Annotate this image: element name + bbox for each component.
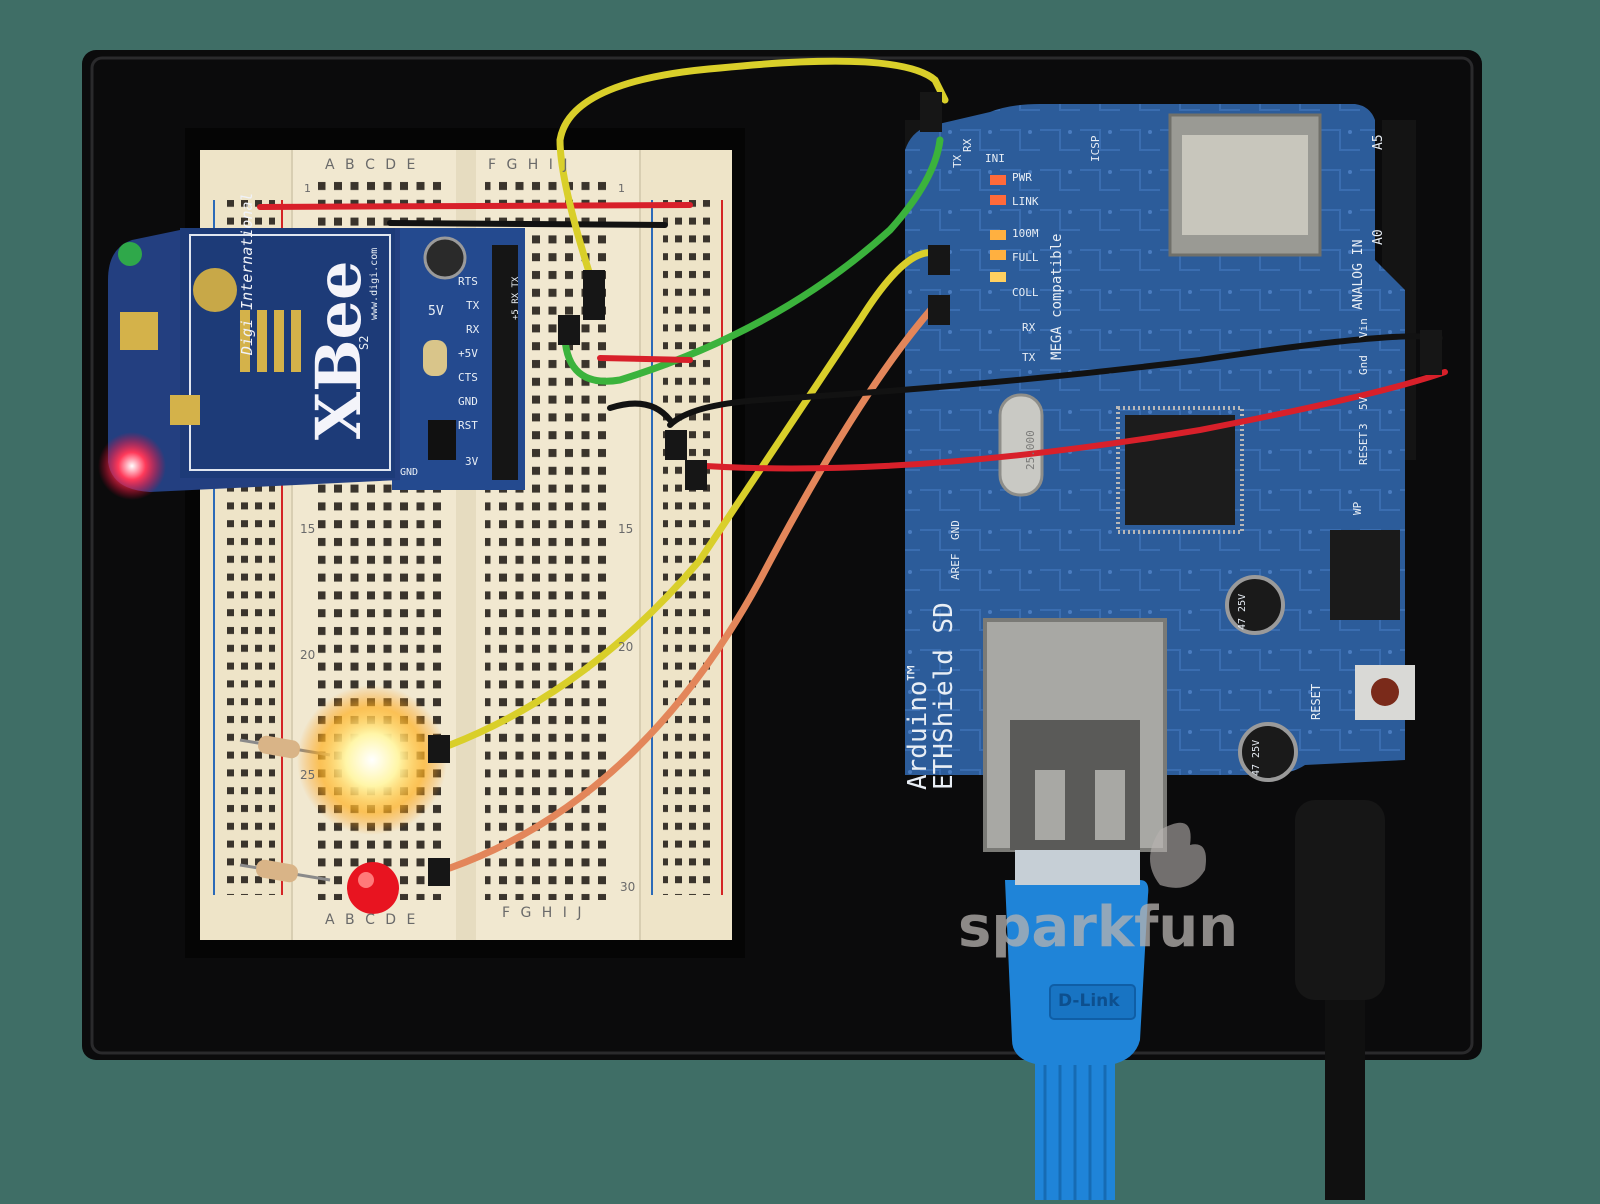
- crystal-label: 25.000: [1024, 430, 1037, 470]
- shield-label-rx: RX: [961, 138, 974, 152]
- bb-row-1-right: 1: [618, 182, 625, 195]
- xbee-pin-cts: CTS: [458, 371, 478, 384]
- shield-led-pwr: PWR: [1012, 171, 1032, 184]
- bb-cols-left-top: A B C D E: [325, 157, 419, 173]
- wire-red-short: [597, 355, 693, 363]
- capacitor-label-2: 47 25V: [1251, 739, 1262, 776]
- shield-analog-a5: A5: [1371, 134, 1386, 150]
- shield-pin-5v: 5V: [1357, 396, 1370, 410]
- shield-pin-reset: RESET: [1357, 431, 1370, 465]
- shield-label-ini: INI: [985, 152, 1005, 165]
- shield-label-gnd: GND: [949, 520, 962, 540]
- bb-row-20: 20: [300, 648, 316, 662]
- ethernet-cable: [1005, 850, 1149, 1200]
- xbee-pin-5v: +5V: [458, 347, 478, 360]
- shield-status-leds: [990, 175, 1006, 282]
- xbee-url: www.digi.com: [369, 247, 380, 320]
- shield-analog-in: ANALOG IN: [1351, 239, 1366, 310]
- power-jack: [1295, 800, 1385, 1000]
- xbee-series: S2: [357, 335, 371, 350]
- wire-black-long: [667, 333, 1443, 428]
- xbee-pin-rst: RST: [458, 419, 478, 432]
- bb-cols-right-bottom: F G H I J: [502, 905, 585, 921]
- shield-wp-label: WP: [1351, 501, 1364, 515]
- shield-pin-gnd: Gnd: [1357, 355, 1370, 375]
- shield-compat: MEGA compatible: [1049, 233, 1065, 360]
- xbee-header-label: +5 RX TX: [511, 276, 521, 320]
- xbee-pin-rx: RX: [466, 323, 480, 336]
- wire-black-short: [607, 400, 673, 423]
- led-red: [347, 862, 399, 914]
- xbee-pin-rts: RTS: [458, 275, 478, 288]
- tray-rim: [90, 56, 1474, 1055]
- bb-row-15: 15: [300, 522, 316, 536]
- wire-red-long: [687, 369, 1448, 472]
- xbee-led-green: [118, 242, 142, 266]
- cable-brand: D-Link: [1058, 991, 1120, 1011]
- wire-yellow-top: [556, 57, 949, 279]
- capacitor: [1238, 722, 1298, 782]
- led-yellow-glow: [297, 685, 447, 835]
- shield-led-100m: 100M: [1012, 227, 1039, 240]
- capacitor: [1225, 575, 1285, 635]
- bb-row-25: 25: [300, 768, 316, 782]
- wire-yellow-long: [446, 249, 944, 749]
- shield-pin-3: 3: [1357, 423, 1370, 430]
- shield-led-link: LINK: [1012, 195, 1039, 208]
- bb-row-15-right: 15: [618, 522, 634, 536]
- resistor: [239, 859, 331, 883]
- shield-pin-vin: Vin: [1357, 318, 1370, 338]
- sparkfun-flame-logo: [1150, 822, 1206, 888]
- shield-reset-label: RESET: [1309, 683, 1323, 720]
- shield-led-tx: TX: [1022, 351, 1036, 364]
- xbee-pin-gnd: GND: [458, 395, 478, 408]
- bb-cols-left-bottom: A B C D E: [325, 912, 419, 928]
- shield-name: Arduino™ ETHShield SD: [903, 602, 959, 790]
- xbee-bottom-label: GND: [400, 467, 419, 478]
- xbee-pin-tx: TX: [466, 299, 480, 312]
- shield-led-coll: COLL: [1012, 286, 1039, 299]
- bb-row-1: 1: [304, 182, 311, 195]
- jumper-wires: [257, 57, 1448, 872]
- small-ic: [1330, 530, 1400, 620]
- crystal: [998, 393, 1044, 497]
- shield-label-aref: AREF: [949, 553, 962, 581]
- wire-orange: [446, 301, 939, 872]
- shield-led-rx: RX: [1022, 321, 1036, 334]
- sticker-brand: sparkfun: [958, 895, 1239, 960]
- bb-row-30: 30: [620, 880, 636, 894]
- xbee-led-red-glow: [98, 432, 166, 500]
- xbee-pin-3v: 3V: [465, 455, 479, 468]
- xbee-model: XBee: [302, 260, 375, 440]
- shield-analog-a0: A0: [1371, 229, 1386, 245]
- wire-green: [561, 136, 944, 385]
- wire-red-rail: [257, 202, 693, 210]
- bb-row-20-right: 20: [618, 640, 634, 654]
- capacitor-label: 47 25V: [1237, 593, 1248, 630]
- wire-connectors: [428, 92, 1442, 886]
- xbee-explorer: [108, 228, 525, 492]
- shield-label-icsp: ICSP: [1089, 135, 1102, 163]
- wire-black-rail: [387, 220, 668, 228]
- xbee-brand: Digi International: [238, 192, 256, 355]
- power-cable: [1325, 1000, 1365, 1200]
- bb-cols-right-top: F G H I J: [488, 157, 571, 173]
- shield-led-full: FULL: [1012, 251, 1039, 264]
- shield-label-tx: TX: [951, 154, 964, 168]
- xbee-reg-label: 5V: [428, 304, 444, 319]
